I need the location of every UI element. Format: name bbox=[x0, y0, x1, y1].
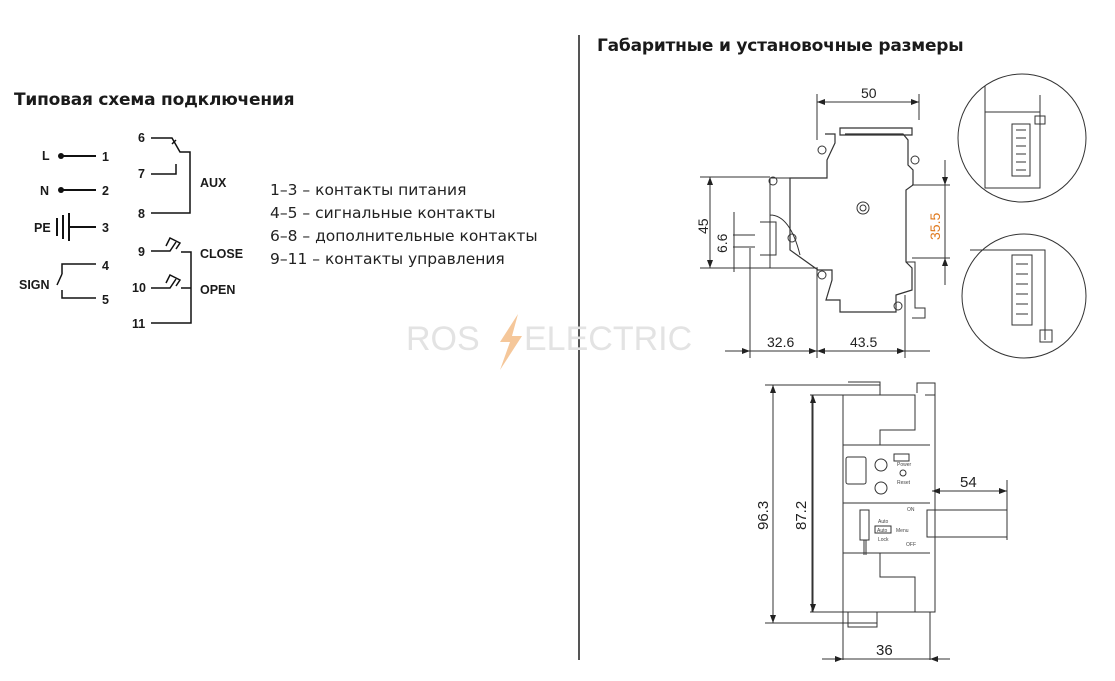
terminal-1: 1 bbox=[102, 150, 109, 164]
power-label: Power bbox=[897, 462, 912, 468]
label-SIGN: SIGN bbox=[19, 278, 50, 292]
wiring-schematic: L 1 N 2 PE 3 SIGN 4 5 6 7 8 AUX 9 10 11 … bbox=[19, 131, 243, 331]
dim-50: 50 bbox=[861, 85, 877, 101]
label-OPEN: OPEN bbox=[200, 283, 235, 297]
terminal-10: 10 bbox=[132, 281, 146, 295]
terminal-6: 6 bbox=[138, 131, 145, 145]
dim-35-5: 35.5 bbox=[927, 213, 943, 240]
handle bbox=[926, 509, 1008, 538]
legend-item: 6–8 – дополнительные контакты bbox=[270, 227, 538, 245]
terminal-3: 3 bbox=[102, 221, 109, 235]
dim-6-6: 6.6 bbox=[714, 233, 730, 253]
watermark-ros: ROS bbox=[406, 320, 480, 358]
reset-label: Reset bbox=[897, 480, 911, 486]
watermark-electric: ELECTRIC bbox=[524, 320, 692, 358]
terminal-7: 7 bbox=[138, 167, 145, 181]
label-N: N bbox=[40, 184, 49, 198]
dim-96-3: 96.3 bbox=[755, 501, 772, 530]
dim-43-5: 43.5 bbox=[850, 334, 877, 350]
terminal-5: 5 bbox=[102, 293, 109, 307]
watermark: ROS ELECTRIC bbox=[406, 314, 692, 370]
auto-label: Auto bbox=[878, 519, 889, 525]
off-label: OFF bbox=[906, 542, 916, 548]
connector-detail-top bbox=[957, 73, 1087, 203]
dimensions-title: Габаритные и установочные размеры bbox=[597, 36, 964, 56]
auto-mode-label: Auto bbox=[877, 528, 888, 534]
label-CLOSE: CLOSE bbox=[200, 247, 243, 261]
terminal-11: 11 bbox=[132, 317, 145, 331]
label-L: L bbox=[42, 149, 50, 163]
dim-45: 45 bbox=[695, 218, 711, 234]
dim-87-2: 87.2 bbox=[793, 501, 810, 530]
terminal-4: 4 bbox=[102, 259, 109, 273]
dim-36: 36 bbox=[876, 642, 893, 659]
legend-item: 9–11 – контакты управления bbox=[270, 250, 505, 268]
on-label: ON bbox=[907, 507, 915, 513]
dim-32-6: 32.6 bbox=[767, 334, 794, 350]
menu-label: Menu bbox=[896, 528, 909, 534]
side-view-drawing: 50 45 6.6 35.5 32.6 43.5 bbox=[695, 85, 950, 358]
label-AUX: AUX bbox=[200, 176, 227, 190]
legend-item: 4–5 – сигнальные контакты bbox=[270, 204, 496, 222]
terminal-2: 2 bbox=[102, 184, 109, 198]
terminal-9: 9 bbox=[138, 245, 145, 259]
ground-icon bbox=[56, 213, 96, 241]
connector-detail-bottom bbox=[961, 233, 1087, 359]
terminal-8: 8 bbox=[138, 207, 145, 221]
legend-item: 1–3 – контакты питания bbox=[270, 181, 467, 199]
lightning-bolt-icon bbox=[500, 314, 522, 370]
label-PE: PE bbox=[34, 221, 51, 235]
lock-label: Lock bbox=[878, 537, 889, 543]
column-divider bbox=[578, 35, 580, 660]
dim-54: 54 bbox=[960, 474, 977, 491]
front-view-drawing: Power Reset ON OFF Auto Auto Lock Menu 9… bbox=[755, 381, 1008, 662]
terminal-legend: 1–3 – контакты питания 4–5 – сигнальные … bbox=[270, 179, 538, 271]
wiring-diagram-title: Типовая схема подключения bbox=[14, 90, 295, 110]
